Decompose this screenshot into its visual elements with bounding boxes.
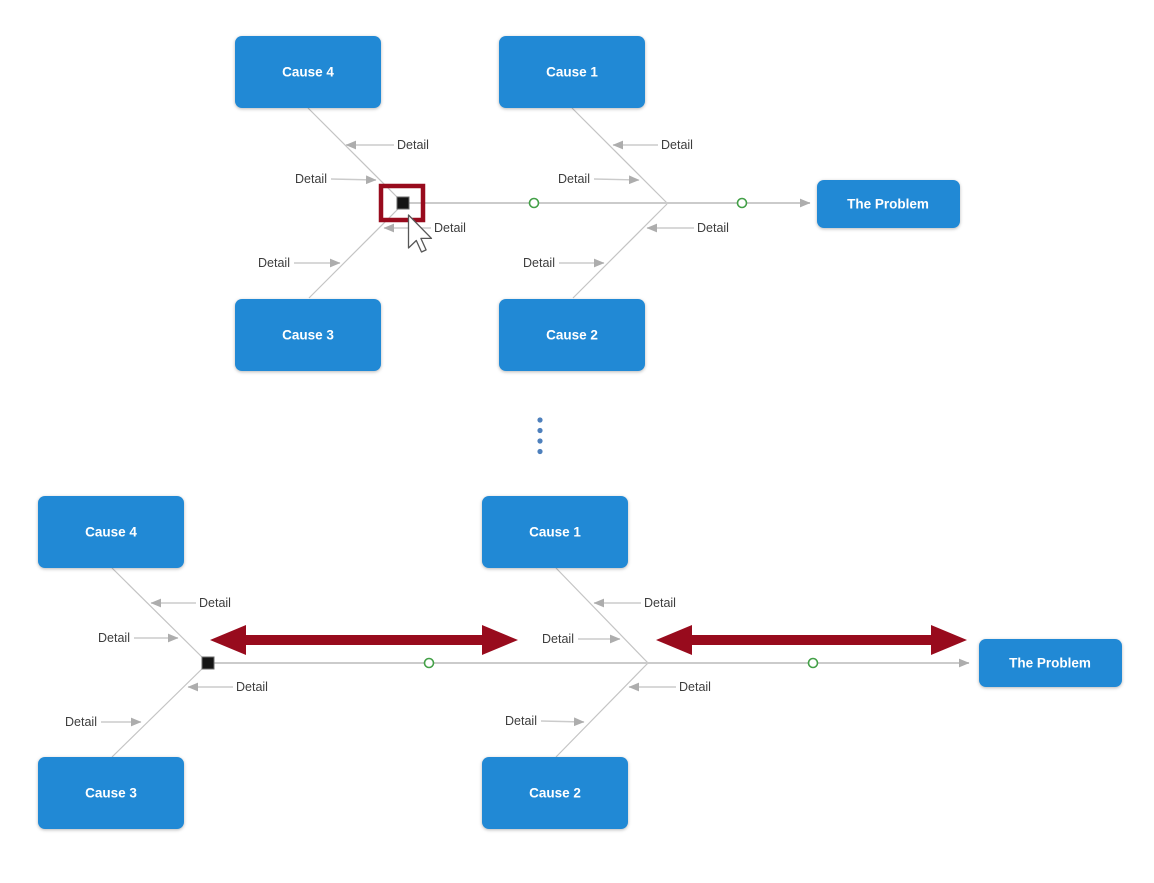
detail-annotation: Detail [542,632,574,646]
detail-annotation: Detail [258,256,290,270]
node-label: Cause 1 [529,525,581,540]
node-cause-4[interactable]: Cause 4 [38,496,184,568]
node-cause-1[interactable]: Cause 1 [499,36,645,108]
branch-connector-cause1[interactable] [555,567,649,664]
stretch-arrow-left-icon [210,625,518,655]
node-shape[interactable] [38,496,184,568]
detail-annotation: Detail [236,680,268,694]
branch-connector-cause2[interactable] [572,203,668,299]
node-the-problem[interactable]: The Problem [979,639,1122,687]
detail-annotation: Detail [199,596,231,610]
branch-connector-cause1[interactable] [571,107,668,204]
fishbone-diagram-before: Detail Detail Detail Detail Detail Detai… [235,36,960,371]
detail-annotation: Detail [397,138,429,152]
detail-annotation: Detail [661,138,693,152]
drag-handle-icon[interactable] [201,656,215,670]
drag-handle-icon[interactable] [396,196,410,210]
branch-connector-cause3[interactable] [111,662,209,758]
detail-annotation: Detail [558,172,590,186]
node-shape[interactable] [817,180,960,228]
node-label: The Problem [1009,656,1091,671]
detail-annotation: Detail [697,221,729,235]
detail-annotation: Detail [98,631,130,645]
node-shape[interactable] [482,496,628,568]
connection-port[interactable] [736,197,748,209]
detail-annotation: Detail [295,172,327,186]
connection-port[interactable] [423,657,435,669]
detail-annotation: Detail [505,714,537,728]
detail-annotation: Detail [679,680,711,694]
branch-connector-cause4[interactable] [307,107,404,204]
node-shape[interactable] [482,757,628,829]
node-cause-1[interactable]: Cause 1 [482,496,628,568]
detail-annotation: Detail [434,221,466,235]
node-shape[interactable] [499,299,645,371]
branch-connector-cause4[interactable] [111,567,209,664]
node-cause-4[interactable]: Cause 4 [235,36,381,108]
stretch-arrow-right-icon [656,625,967,655]
node-shape[interactable] [38,757,184,829]
node-shape[interactable] [979,639,1122,687]
more-items-ellipsis-icon [537,417,543,455]
detail-leader[interactable] [330,175,377,185]
branch-connector-cause2[interactable] [555,662,649,758]
selection-highlight-box [378,183,426,223]
connection-port[interactable] [807,657,819,669]
node-shape[interactable] [235,299,381,371]
node-label: Cause 3 [85,786,137,801]
mouse-cursor-icon [407,214,433,253]
node-label: Cause 4 [85,525,137,540]
node-the-problem[interactable]: The Problem [817,180,960,228]
node-label: Cause 2 [529,786,581,801]
fishbone-diagram-after: Detail Detail Detail Detail Detail Detai… [38,496,1122,829]
node-label: Cause 1 [546,65,598,80]
detail-annotation: Detail [523,256,555,270]
node-label: Cause 3 [282,328,334,343]
detail-leader[interactable] [593,175,640,185]
node-cause-2[interactable]: Cause 2 [482,757,628,829]
detail-annotation: Detail [65,715,97,729]
node-cause-3[interactable]: Cause 3 [235,299,381,371]
node-label: Cause 4 [282,65,334,80]
node-shape[interactable] [235,36,381,108]
node-label: Cause 2 [546,328,598,343]
node-cause-3[interactable]: Cause 3 [38,757,184,829]
node-label: The Problem [847,197,929,212]
detail-annotation: Detail [644,596,676,610]
node-shape[interactable] [499,36,645,108]
connection-port[interactable] [528,197,540,209]
detail-leader[interactable] [540,717,585,727]
node-cause-2[interactable]: Cause 2 [499,299,645,371]
